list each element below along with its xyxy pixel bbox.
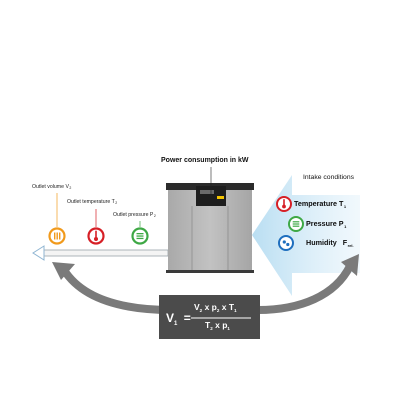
intake-humidity-label: Humidity Frel. [306,239,354,248]
outlet-temperature-subscript: 2 [115,201,118,205]
formula-equals: = [183,311,191,325]
formula-box [159,295,260,339]
outlet-pressure-label: Outlet pressure P2 [113,212,156,219]
outlet-volume-subscript: 2 [69,186,72,190]
intake-pressure-subscript: 1 [344,223,347,229]
numerator-v: V [194,302,200,312]
volume-meter-icon [48,227,66,245]
intake-humidity-subscript: rel. [347,242,354,248]
outlet-volume-text: Outlet volume V [32,184,69,190]
intake-temperature-text: Temperature T [294,199,344,208]
numerator-t: T [228,302,235,312]
denominator-times: x [215,320,220,330]
intake-humidity-variable: F [342,238,348,247]
outlet-pressure-subscript: 2 [153,214,156,218]
outlet-temperature-text: Outlet temperature T [67,199,115,205]
intake-humidity-text: Humidity [306,238,337,247]
pressure-gauge-icon [131,227,149,245]
outlet-pressure-text: Outlet pressure P [113,212,154,218]
formula-denominator: T2 x p1 [205,321,230,332]
thermometer-icon [87,227,105,245]
numerator-times-1: x [204,302,210,312]
intake-pressure-label: Pressure P1 [306,220,346,229]
outlet-temperature-label: Outlet temperature T2 [67,199,118,206]
numerator-v-subscript: 2 [199,308,203,313]
outlet-pipe-arrow [32,245,169,261]
formula-lhs: V1 = [166,312,191,327]
numerator-times-2: x [221,302,227,312]
numerator-p: p [211,302,217,312]
numerator-t-subscript: 1 [234,308,237,313]
intake-pressure-text: Pressure P [306,219,344,228]
intake-pressure-gauge-icon [288,216,304,232]
intake-temperature-label: Temperature T1 [294,200,346,209]
denominator-p-subscript: 1 [227,326,230,331]
formula-lhs-symbol: V [166,311,175,325]
denominator-p: p [222,320,228,330]
compressor-unit [166,183,254,273]
power-consumption-label: Power consumption in kW [161,157,249,164]
intake-temperature-subscript: 1 [343,203,347,209]
formula-numerator: V2 x p2 x T1 [194,303,237,314]
denominator-t: T [205,320,211,330]
curved-arrow-left [60,267,173,314]
intake-conditions-title: Intake conditions [303,174,355,181]
outlet-volume-label: Outlet volume V2 [32,184,72,191]
denominator-t-subscript: 2 [210,326,213,331]
curved-arrow-right [257,264,354,314]
intake-thermometer-icon [276,196,292,212]
formula-lhs-subscript: 1 [174,321,178,327]
humidity-drop-icon [278,235,294,251]
numerator-p-subscript: 2 [216,308,220,313]
